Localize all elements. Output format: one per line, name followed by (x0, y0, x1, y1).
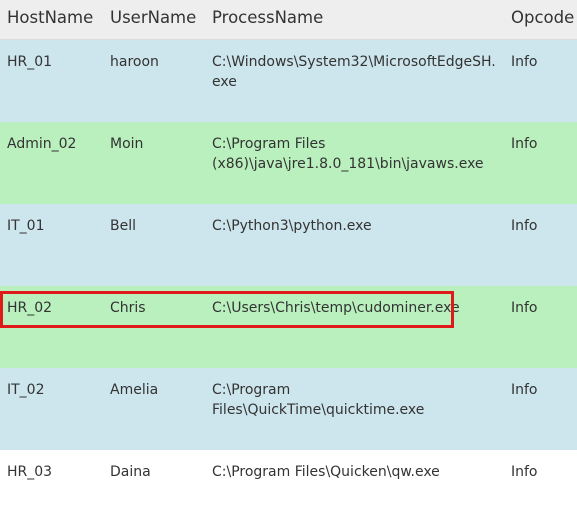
table-row[interactable]: HR_01 haroon C:\Windows\System32\Microso… (0, 40, 577, 122)
cell-processname: C:\Windows\System32\MicrosoftEdgeSH.exe (212, 54, 496, 90)
cell-hostname: HR_03 (7, 464, 53, 480)
cell-username: Amelia (110, 382, 159, 398)
cell-username: Daina (110, 464, 151, 480)
cell-processname: C:\Program Files\Quicken\qw.exe (212, 464, 440, 480)
cell-opcode: Info (511, 136, 538, 152)
table-header: HostName UserName ProcessName Opcode (0, 0, 577, 40)
cell-username: Chris (110, 300, 146, 316)
cell-opcode: Info (511, 218, 538, 234)
cell-hostname: HR_02 (7, 300, 53, 316)
table-row[interactable]: Admin_02 Moin C:\Program Files (x86)\jav… (0, 122, 577, 204)
column-header-hostname[interactable]: HostName (7, 8, 94, 27)
column-header-processname[interactable]: ProcessName (212, 8, 324, 27)
cell-hostname: IT_02 (7, 382, 45, 398)
column-header-opcode[interactable]: Opcode (511, 8, 575, 27)
cell-username: haroon (110, 54, 159, 70)
cell-processname: C:\Program Files (x86)\java\jre1.8.0_181… (212, 136, 484, 172)
table-row[interactable]: HR_03 Daina C:\Program Files\Quicken\qw.… (0, 450, 577, 512)
cell-processname: C:\Program Files\QuickTime\quicktime.exe (212, 382, 425, 418)
cell-hostname: Admin_02 (7, 136, 77, 152)
table-row[interactable]: IT_02 Amelia C:\Program Files\QuickTime\… (0, 368, 577, 450)
cell-hostname: HR_01 (7, 54, 53, 70)
cell-opcode: Info (511, 464, 538, 480)
cell-username: Bell (110, 218, 136, 234)
cell-processname: C:\Python3\python.exe (212, 218, 372, 234)
cell-opcode: Info (511, 300, 538, 316)
cell-opcode: Info (511, 54, 538, 70)
table-row[interactable]: HR_02 Chris C:\Users\Chris\temp\cudomine… (0, 286, 577, 368)
cell-opcode: Info (511, 382, 538, 398)
column-header-username[interactable]: UserName (110, 8, 197, 27)
cell-processname: C:\Users\Chris\temp\cudominer.exe (212, 300, 460, 316)
table-row[interactable]: IT_01 Bell C:\Python3\python.exe Info (0, 204, 577, 286)
cell-hostname: IT_01 (7, 218, 45, 234)
cell-username: Moin (110, 136, 144, 152)
